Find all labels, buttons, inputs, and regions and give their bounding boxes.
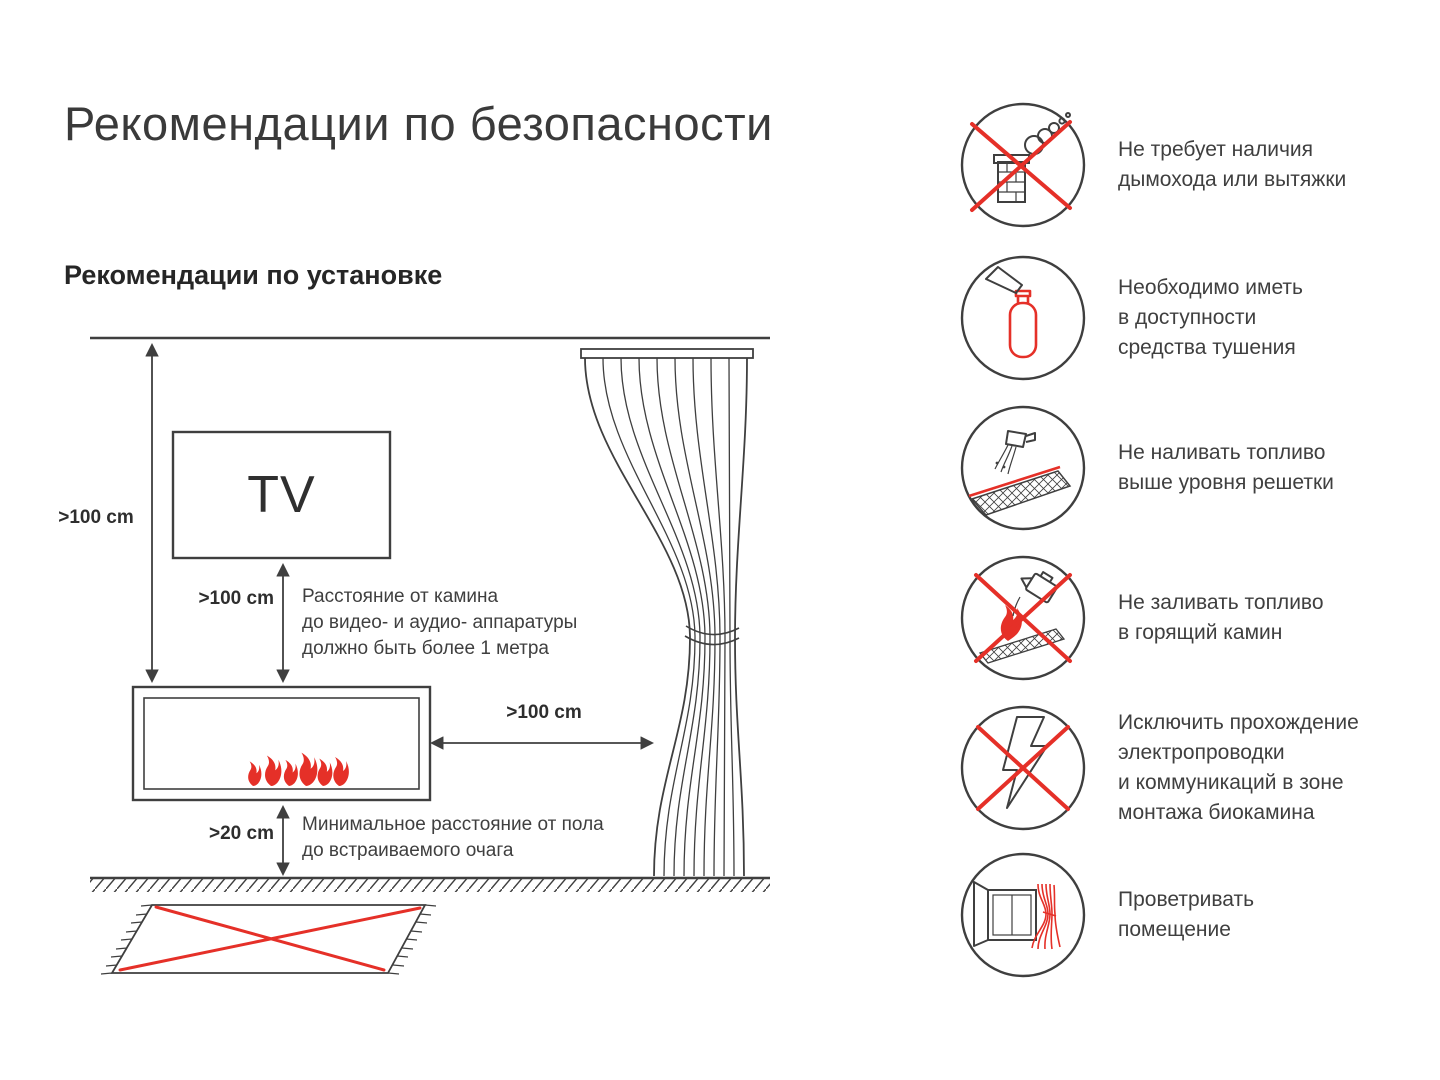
safety-caption: Не требует наличия дымохода или вытяжки [1118,138,1347,191]
floor [90,876,770,892]
curtain [580,348,754,877]
safety-item-ventilate: Проветривать помещение [958,850,1438,980]
fireplace [131,685,432,802]
no-refuel-burning-icon [958,553,1088,683]
note-floor-distance: Минимальное расстояние от пола до встраи… [302,814,604,862]
safety-caption: Не заливать топливо в горящий камин [1118,591,1324,644]
installation-diagram [90,336,770,975]
dim-label-tv-gap: >100 cm [198,588,274,609]
safety-caption: Исключить прохождение электропроводки и … [1118,711,1359,824]
tv-box [171,430,392,560]
no-wiring-icon [958,703,1088,833]
safety-item-no-chimney: Не требует наличия дымохода или вытяжки [958,100,1438,230]
tv-label: TV [247,466,316,524]
rug-fringe-right [387,904,437,975]
red-cross [118,905,422,972]
section-subtitle: Рекомендации по установке [64,260,443,290]
safety-caption: Необходимо иметь в доступности средства … [1118,276,1303,359]
no-chimney-icon [958,100,1088,230]
page-title: Рекомендации по безопасности [64,97,773,150]
safety-item-no-wiring: Исключить прохождение электропроводки и … [958,703,1438,833]
dim-label-curtain-gap: >100 cm [506,702,582,723]
note-tv-distance: Расстояние от камина до видео- и аудио- … [302,586,578,660]
curtain-rod [580,348,754,359]
fuel-level-icon [958,403,1088,533]
dim-label-ceiling: >100 cm [58,507,134,528]
safety-caption: Проветривать помещение [1118,888,1255,941]
no-rug-under-fireplace [100,904,437,975]
fire-extinguisher-icon [958,253,1088,383]
ventilation-icon [958,850,1088,980]
dim-label-floor-gap: >20 cm [209,823,274,844]
safety-item-extinguisher: Необходимо иметь в доступности средства … [958,253,1438,383]
safety-item-fuel-level: Не наливать топливо выше уровня решетки [958,403,1438,533]
safety-caption: Не наливать топливо выше уровня решетки [1118,441,1334,494]
curtain-tieback [684,625,740,646]
safety-item-no-refuel: Не заливать топливо в горящий камин [958,553,1438,683]
rug-fringe-left [100,904,153,975]
